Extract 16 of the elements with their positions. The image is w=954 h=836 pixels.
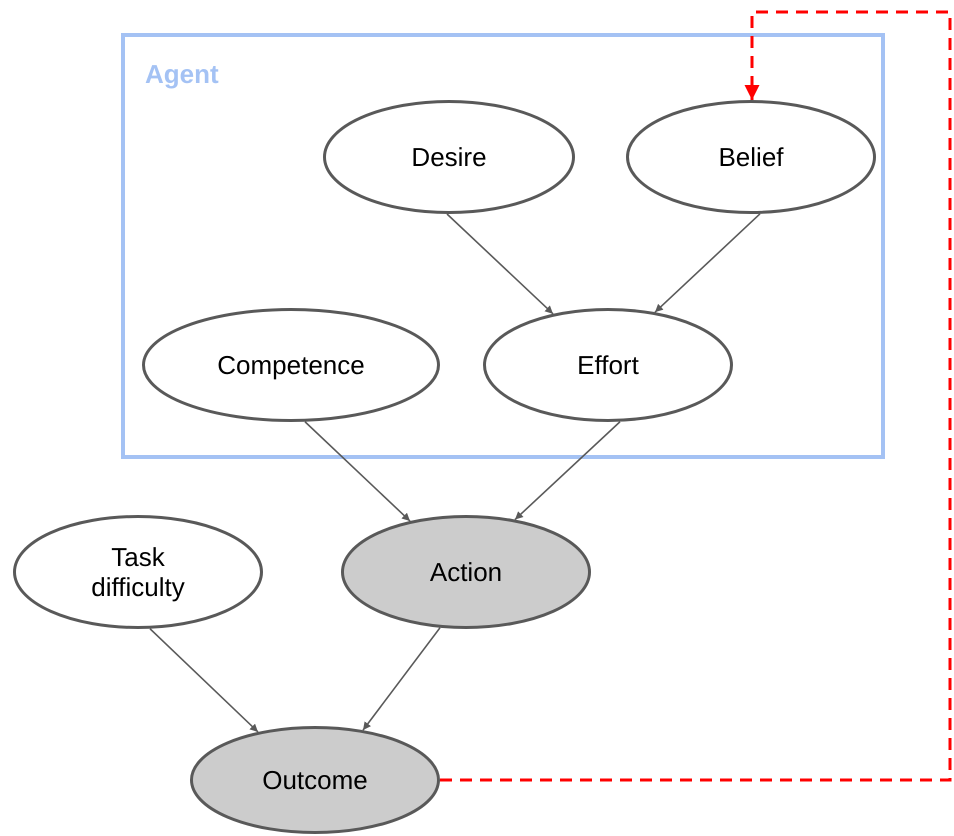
node-label: Effort	[577, 350, 639, 380]
arrow	[654, 213, 761, 313]
arrow	[362, 627, 441, 731]
arrow	[446, 213, 554, 314]
node-label: Competence	[217, 350, 365, 380]
node-label: Desire	[411, 142, 487, 172]
node-label: Action	[430, 557, 502, 587]
node-label: Task difficulty	[90, 542, 186, 602]
arrow	[149, 628, 259, 733]
group-frame	[121, 33, 885, 459]
feedback-arrow	[440, 10, 952, 782]
node-label: Outcome	[262, 765, 368, 795]
group-label: Agent	[145, 59, 219, 90]
arrow	[514, 421, 621, 520]
node-label: Belief	[718, 142, 784, 172]
arrow	[304, 421, 411, 522]
